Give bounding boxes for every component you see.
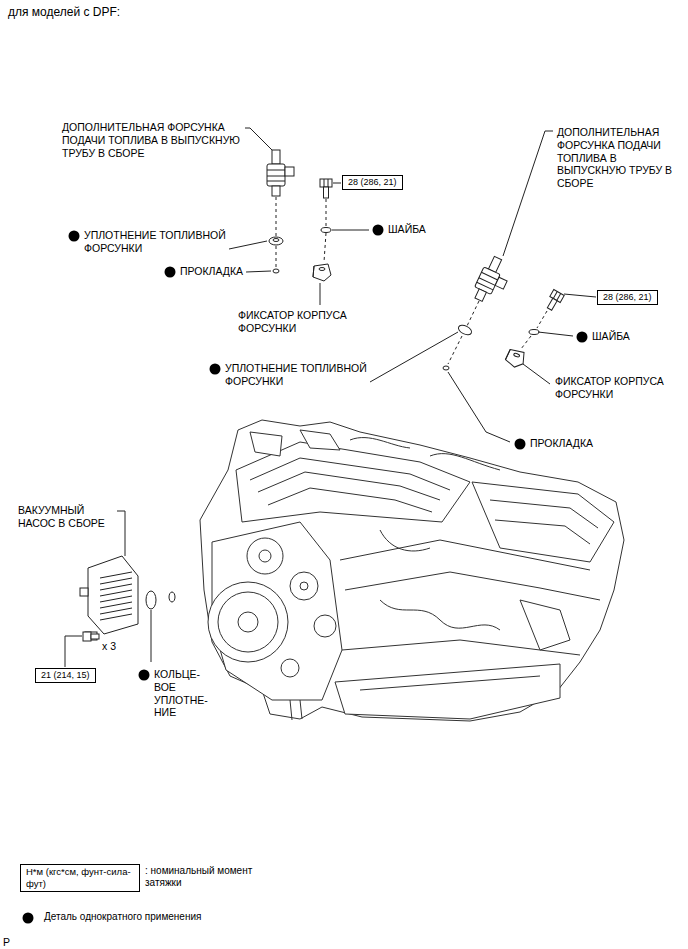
- leader-line: [229, 241, 267, 249]
- torque-box: 28 (286, 21): [597, 290, 658, 305]
- page-code: P: [3, 936, 10, 949]
- leader-line: [246, 271, 271, 272]
- leader-line: [538, 332, 573, 336]
- torque-box: 28 (286, 21): [342, 175, 403, 190]
- single-use-dot: [165, 267, 176, 278]
- leader-line: [564, 294, 596, 297]
- leader-line: [151, 610, 152, 662]
- torque-value: 28 (286, 21): [603, 292, 652, 303]
- part-name: УПЛОТНЕНИЕ ТОПЛИВНОЙ ФОРСУНКИ: [225, 362, 367, 388]
- part-name: ДОПОЛНИТЕЛЬНАЯ ФОРСУНКА ПОДАЧИ ТОПЛИВА В…: [62, 121, 242, 159]
- part-name: ФИКСАТОР КОРПУСА ФОРСУНКИ: [555, 375, 681, 401]
- leader-line: [117, 511, 125, 556]
- leader-line: [523, 364, 550, 384]
- legend-torque-box: Н*м (кгс*см, фунт-сила-фут): [20, 864, 140, 892]
- legend-text: : номинальный момент затяжки: [145, 865, 275, 889]
- leader-line: [332, 230, 369, 231]
- part-name: ВАКУУМНЫЙ НАСОС В СБОРЕ: [18, 504, 114, 530]
- quantity-note: x 3: [102, 640, 116, 653]
- diagram-title: для моделей с DPF:: [8, 5, 120, 19]
- leader-line: [448, 372, 510, 442]
- part-name: ДОПОЛНИТЕЛЬНАЯ ФОРСУНКА ПОДАЧИ ТОПЛИВА В…: [557, 126, 681, 190]
- single-use-dot: [515, 439, 526, 450]
- single-use-dot: [210, 364, 221, 375]
- torque-box: 21 (214, 15): [35, 668, 96, 683]
- torque-value: 28 (286, 21): [348, 177, 397, 188]
- part-name: УПЛОТНЕНИЕ ТОПЛИВНОЙ ФОРСУНКИ: [84, 229, 226, 255]
- part-name: ШАЙБА: [592, 330, 630, 343]
- single-use-dot: [139, 670, 150, 681]
- leader-line: [65, 636, 82, 667]
- torque-value: 21 (214, 15): [41, 670, 90, 681]
- legend-text: Деталь однократного применения: [44, 911, 201, 923]
- part-name: ПРОКЛАДКА: [180, 265, 243, 278]
- left-injector-parts: [267, 150, 332, 281]
- part-name: ШАЙБА: [388, 223, 426, 236]
- leader-line: [503, 131, 553, 256]
- single-use-dot: [577, 332, 588, 343]
- engine: [200, 420, 624, 721]
- single-use-dot: [23, 913, 34, 924]
- leader-line: [370, 332, 458, 382]
- part-name: КОЛЬЦЕ- ВОЕ УПЛОТНЕ- НИЕ: [154, 668, 208, 719]
- part-name: ФИКСАТОР КОРПУСА ФОРСУНКИ: [238, 309, 362, 335]
- part-name: ПРОКЛАДКА: [530, 437, 593, 450]
- single-use-dot: [69, 231, 80, 242]
- vacuum-pump: [80, 556, 175, 641]
- leader-line: [333, 183, 341, 184]
- leader-line: [320, 283, 321, 305]
- torque-value: Н*м (кгс*см, фунт-сила-фут): [26, 866, 134, 890]
- right-injector-parts: [443, 254, 564, 370]
- leader-line: [245, 128, 272, 150]
- single-use-dot: [373, 225, 384, 236]
